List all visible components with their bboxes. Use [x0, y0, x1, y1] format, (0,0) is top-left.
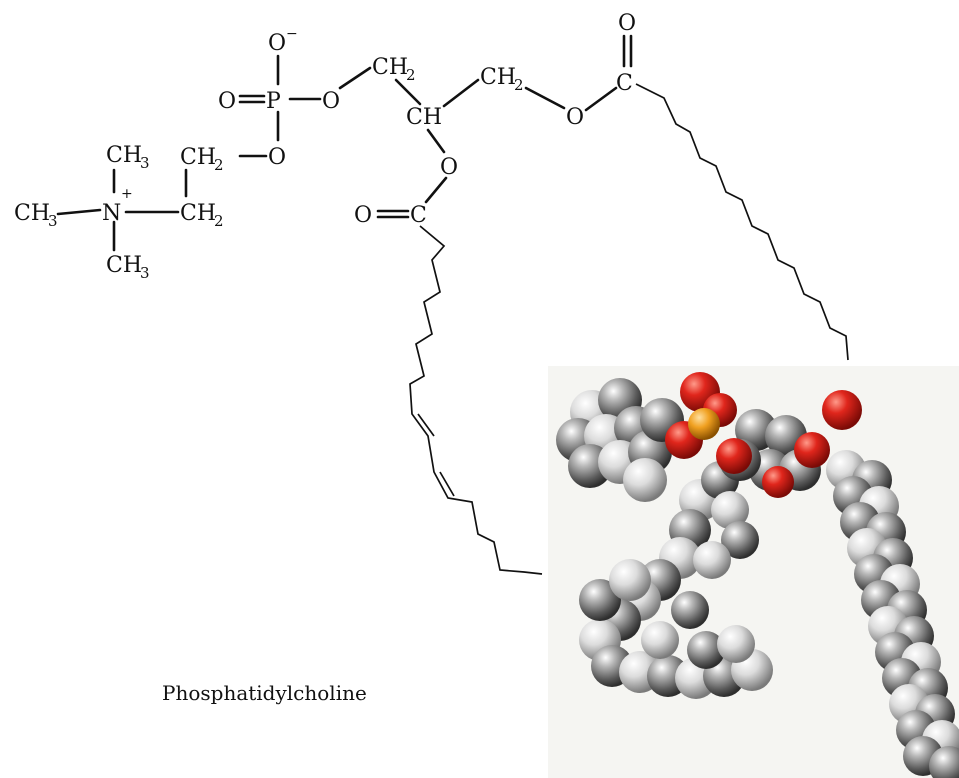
- atom-ch2-choline-a-sub: 2: [214, 156, 224, 174]
- charge-minus: −: [286, 26, 298, 42]
- atom-p: P: [266, 89, 281, 114]
- figure-caption: Phosphatidylcholine: [162, 681, 367, 705]
- atom-ch2-choline-b: CH: [180, 201, 216, 226]
- atom-c-ester-1: C: [616, 71, 633, 96]
- atom-ch3-left: CH: [14, 201, 50, 226]
- atom-o-ester-1: O: [566, 105, 584, 130]
- model-atoms: [556, 372, 959, 778]
- space-filling-model: [548, 366, 959, 778]
- atom-ch3-left-sub: 3: [48, 212, 58, 230]
- bond-o-c-ester-1: [584, 86, 618, 112]
- left-chain-sphere: [641, 621, 679, 659]
- left-chain-sphere: [579, 579, 621, 621]
- atom-ch2-glycerol-1-sub: 2: [406, 66, 416, 84]
- atom-ch3-top-sub: 3: [140, 154, 150, 172]
- atom-o-carbonyl-2: O: [354, 203, 372, 228]
- choline-sphere: [623, 458, 667, 502]
- bond-o-ch2-1: [338, 66, 372, 90]
- oxygen-sphere: [762, 466, 794, 498]
- left-chain-sphere: [693, 541, 731, 579]
- bond-o-c-ester-2: [424, 176, 448, 204]
- atom-o-carbonyl-1: O: [618, 11, 636, 36]
- atom-ch2-choline-b-sub: 2: [214, 212, 224, 230]
- atom-c-ester-2: C: [410, 203, 427, 228]
- atom-ch3-bottom: CH: [106, 253, 142, 278]
- oxygen-sphere: [822, 390, 862, 430]
- bond-ch2-o-ester-1: [524, 86, 566, 110]
- atom-ch2-glycerol-1: CH: [372, 55, 408, 80]
- oxygen-sphere: [794, 432, 830, 468]
- double-bond-2: [439, 471, 455, 497]
- atom-ch-glycerol: CH: [406, 105, 442, 130]
- right-chain-sphere: [929, 746, 959, 778]
- double-bond-1: [417, 413, 435, 437]
- charge-plus: +: [121, 186, 133, 202]
- bond-ch-ch2-3: [442, 78, 480, 108]
- bond-ch-o-ester-2: [426, 128, 446, 154]
- atom-o-p-choline: O: [268, 145, 286, 170]
- left-chain-sphere: [717, 625, 755, 663]
- left-chain-sphere: [711, 491, 749, 529]
- atom-o-minus: O: [268, 31, 286, 56]
- atom-ch2-glycerol-3-sub: 2: [514, 76, 524, 94]
- oxygen-sphere: [716, 438, 752, 474]
- bond-ch2-ch: [394, 78, 422, 106]
- fatty-acid-chain-unsaturated: [409, 225, 543, 575]
- atom-n: N: [102, 201, 121, 226]
- atom-ch2-choline-a: CH: [180, 145, 216, 170]
- left-chain-sphere: [671, 591, 709, 629]
- left-chain-sphere: [609, 559, 651, 601]
- atom-o-p-glycerol: O: [322, 89, 340, 114]
- phosphorus-sphere: [688, 408, 720, 440]
- atom-ch3-bottom-sub: 3: [140, 264, 150, 282]
- left-chain-sphere: [687, 631, 725, 669]
- atom-ch3-top: CH: [106, 143, 142, 168]
- fatty-acid-chain-saturated: [635, 83, 849, 361]
- structural-formula: O − O P O O CH 2 CH CH 2 O C O O C O: [14, 11, 849, 705]
- atom-o-ester-2: O: [440, 155, 458, 180]
- atom-ch2-glycerol-3: CH: [480, 65, 516, 90]
- left-chain-sphere: [721, 521, 759, 559]
- bond-n-ch3-left: [56, 208, 102, 216]
- atom-o-double: O: [218, 89, 236, 114]
